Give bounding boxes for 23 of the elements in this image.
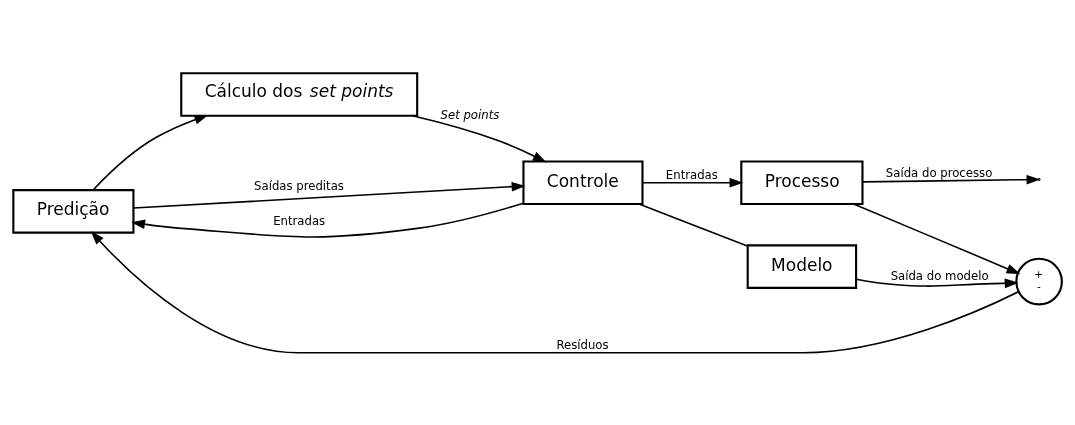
arrow (92, 114, 209, 191)
arrow (641, 177, 744, 188)
arrow (132, 181, 526, 209)
arrow (861, 174, 1041, 185)
connector (638, 202, 749, 247)
arrow (131, 201, 525, 238)
edge-label: Saídas preditas (254, 178, 344, 193)
node-box: Modelo (746, 243, 858, 289)
node-box: Controle (522, 159, 644, 205)
arrow (90, 230, 1020, 354)
node-circle: + - (1015, 257, 1063, 305)
node-box: Predição (12, 188, 135, 234)
edge-label: Saída do processo (885, 165, 993, 180)
arrow (852, 202, 1021, 274)
edge-label: Resíduos (556, 337, 609, 352)
node-box: Processo (740, 159, 864, 205)
node-box: Cálculo dos set points (180, 71, 419, 117)
arrow (411, 114, 547, 162)
edge-label: Entradas (665, 167, 718, 182)
edge-label: Saída do modelo (890, 268, 989, 283)
edge-label: Entradas (273, 213, 326, 228)
arrow (855, 277, 1019, 288)
edge-label: Set points (440, 107, 500, 122)
